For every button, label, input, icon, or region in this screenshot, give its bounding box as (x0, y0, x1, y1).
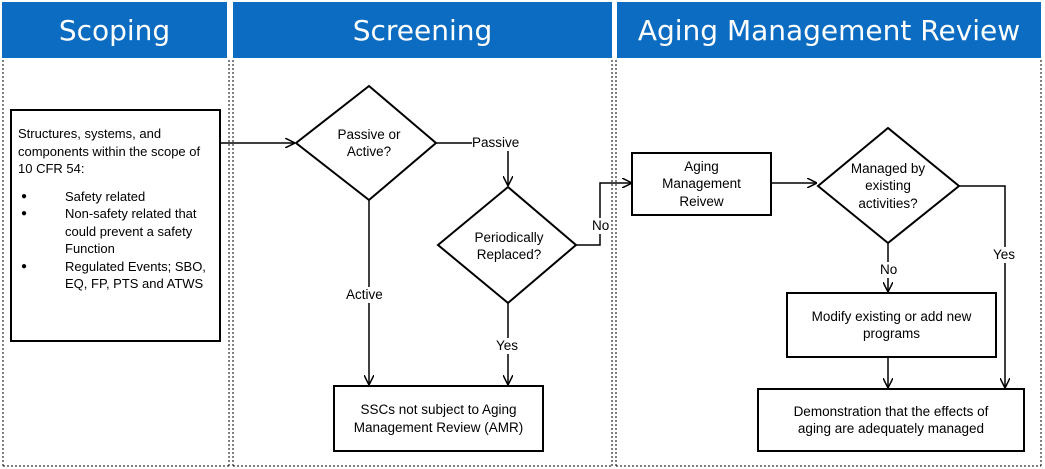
label-active: Active (346, 287, 383, 303)
header-screening: Screening (233, 2, 612, 58)
modify-programs-box: Modify existing or add new programs (786, 292, 997, 358)
demonstration-box: Demonstration that the effects of aging … (757, 388, 1025, 452)
passive-active-text: Passive or Active? (337, 126, 401, 160)
scope-intro: Structures, systems, and components with… (18, 126, 201, 176)
scope-bullet: Non-safety related that could prevent a … (18, 205, 215, 258)
scope-box: Structures, systems, and components with… (10, 109, 221, 342)
label-no-managed: No (880, 262, 898, 278)
scope-bullet: Regulated Events; SBO, EQ, FP, PTS and A… (18, 258, 215, 293)
label-yes-managed: Yes (993, 247, 1016, 263)
aging-management-box: Aging Management Reivew (631, 152, 772, 216)
not-subject-box: SSCs not subject to Aging Management Rev… (333, 385, 544, 452)
managed-by-text: Managed by existing activities? (850, 160, 926, 211)
scope-bullet: Safety related (18, 188, 215, 206)
label-passive: Passive (472, 135, 520, 151)
header-scoping: Scoping (2, 2, 227, 58)
column-dividers (2, 60, 1042, 467)
periodically-replaced-text: Periodically Replaced? (474, 229, 544, 263)
scope-bullet-list: Safety related Non-safety related that c… (18, 188, 215, 293)
header-aging-management-review: Aging Management Review (617, 2, 1041, 58)
label-no-replaced: No (592, 218, 610, 234)
label-yes-replaced: Yes (496, 338, 519, 354)
